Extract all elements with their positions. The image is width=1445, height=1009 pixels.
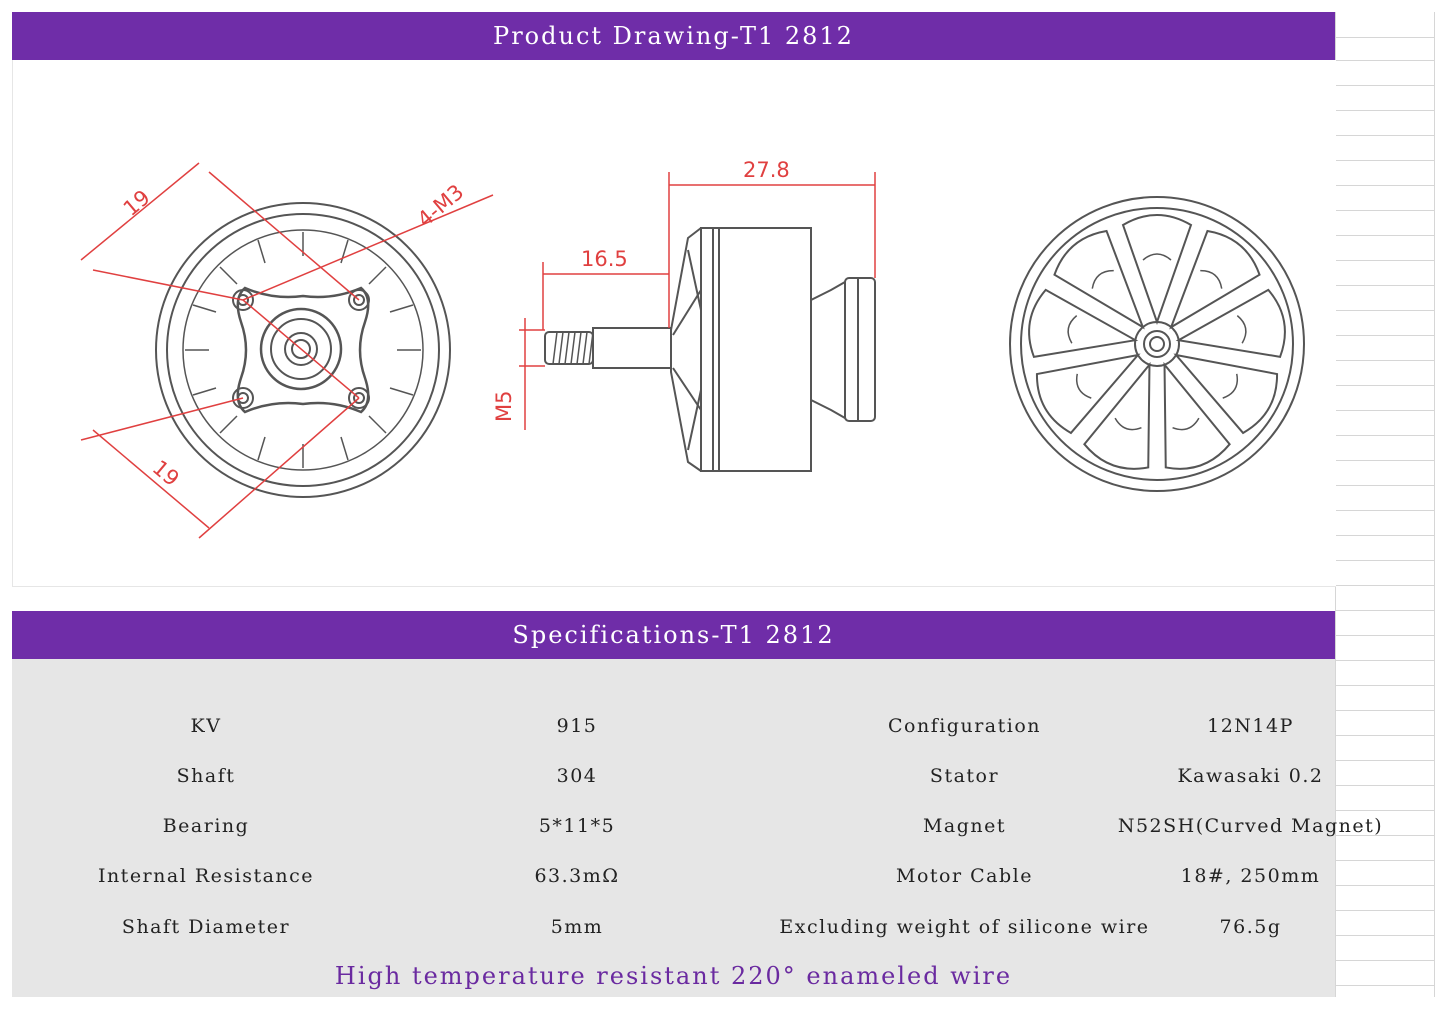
front-view-dimensions	[80, 162, 494, 539]
spec-label: Shaft Diameter	[121, 916, 291, 938]
thread-lines	[552, 331, 594, 365]
thread-size-label: M5	[492, 391, 516, 422]
overall-length-label: 27.8	[743, 158, 790, 182]
spec-value: 12N14P	[1207, 715, 1294, 737]
spec-label: Stator	[929, 765, 1000, 787]
drawing-section-title: Product Drawing-T1 2812	[12, 12, 1335, 60]
enameled-wire-note: High temperature resistant 220° enameled…	[334, 962, 1013, 990]
spec-value: Kawasaki 0.2	[1177, 765, 1324, 787]
spec-label: Bearing	[162, 815, 250, 837]
specs-section-title: Specifications-T1 2812	[12, 611, 1335, 659]
front-dim-top-label: 19	[119, 185, 155, 221]
mount-holes-label: 4-M3	[413, 180, 469, 232]
spec-value: 915	[556, 715, 598, 737]
spec-value: 5*11*5	[538, 815, 616, 837]
spec-value: 304	[556, 765, 598, 787]
spec-value: 5mm	[550, 916, 604, 938]
spec-label: Motor Cable	[896, 865, 1033, 887]
spec-row: Bearing 5*11*5 Magnet N52SH(Curved Magne…	[12, 806, 1382, 846]
spec-row: Shaft Diameter 5mm Excluding weight of s…	[12, 907, 1335, 947]
sheet-gridlines	[1335, 12, 1435, 997]
spec-row: KV 915 Configuration 12N14P	[12, 706, 1335, 746]
product-drawing: 19 19 4-M3	[12, 60, 1336, 587]
spec-value: N52SH(Curved Magnet)	[1117, 815, 1384, 837]
spec-row: Internal Resistance 63.3mΩ Motor Cable 1…	[12, 856, 1335, 896]
spec-label: KV	[190, 715, 222, 737]
spec-value: 63.3mΩ	[534, 865, 620, 887]
side-view-motor	[544, 227, 876, 472]
front-view-motor	[155, 202, 451, 498]
shaft-length-label: 16.5	[581, 247, 628, 271]
technical-drawing: 19 19 4-M3	[80, 158, 1305, 539]
specs-title-text: Specifications-T1 2812	[512, 621, 835, 649]
rear-view-motor	[1009, 196, 1305, 492]
spec-value: 18#, 250mm	[1180, 865, 1321, 887]
spec-label: Magnet	[922, 815, 1007, 837]
spec-value: 76.5g	[1219, 916, 1282, 938]
side-view-dimensions	[519, 172, 876, 430]
spec-label: Internal Resistance	[97, 865, 315, 887]
spec-label: Shaft	[176, 765, 236, 787]
drawing-title-text: Product Drawing-T1 2812	[493, 22, 854, 50]
spec-label: Configuration	[887, 715, 1042, 737]
spec-row: Shaft 304 Stator Kawasaki 0.2	[12, 756, 1335, 796]
front-dim-bottom-label: 19	[148, 455, 184, 491]
specifications-table: KV 915 Configuration 12N14P Shaft 304 St…	[12, 659, 1382, 997]
spec-label: Excluding weight of silicone wire	[779, 916, 1150, 938]
